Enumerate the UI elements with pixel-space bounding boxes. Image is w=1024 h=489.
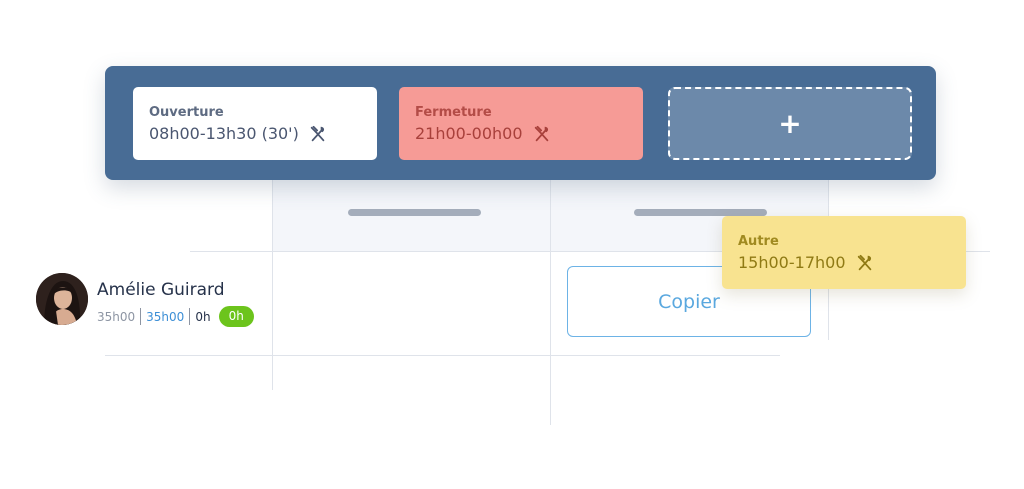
shift-templates-panel: Ouverture 08h00-13h30 (30') Fermeture 21… <box>105 66 936 180</box>
shift-time-row: 08h00-13h30 (30') <box>149 124 377 143</box>
copy-button[interactable]: Copier <box>567 266 811 337</box>
grid-divider <box>105 355 780 356</box>
utensils-icon <box>534 125 548 141</box>
shift-time: 21h00-00h00 <box>415 124 523 143</box>
add-shift-button[interactable]: + <box>668 87 912 160</box>
worked-hours: 0h <box>195 309 211 324</box>
grid-divider <box>272 180 273 390</box>
contract-hours: 35h00 <box>146 309 185 324</box>
day-label-placeholder <box>634 209 767 216</box>
shift-time-row: 15h00-17h00 <box>738 253 966 272</box>
shift-card-fermeture[interactable]: Fermeture 21h00-00h00 <box>399 87 643 160</box>
shift-card-ouverture[interactable]: Ouverture 08h00-13h30 (30') <box>133 87 377 160</box>
shift-time-row: 21h00-00h00 <box>415 124 643 143</box>
shift-time: 15h00-17h00 <box>738 253 846 272</box>
utensils-icon <box>310 125 325 141</box>
employee-hours: 35h00 35h00 0h 0h <box>97 306 254 327</box>
utensils-icon <box>857 254 871 270</box>
avatar <box>36 273 88 325</box>
employee-name: Amélie Guirard <box>97 280 225 300</box>
grid-divider <box>190 251 990 252</box>
separator <box>140 308 142 325</box>
hours-delta-badge: 0h <box>218 306 254 327</box>
shift-card-autre[interactable]: Autre 15h00-17h00 <box>722 216 966 289</box>
day-label-placeholder <box>348 209 481 216</box>
shift-title: Ouverture <box>149 105 224 120</box>
shift-time: 08h00-13h30 (30') <box>149 124 299 143</box>
separator <box>189 308 191 325</box>
grid-divider <box>550 180 551 425</box>
planned-hours: 35h00 <box>97 309 136 324</box>
shift-title: Fermeture <box>415 105 492 120</box>
shift-title: Autre <box>738 234 779 249</box>
